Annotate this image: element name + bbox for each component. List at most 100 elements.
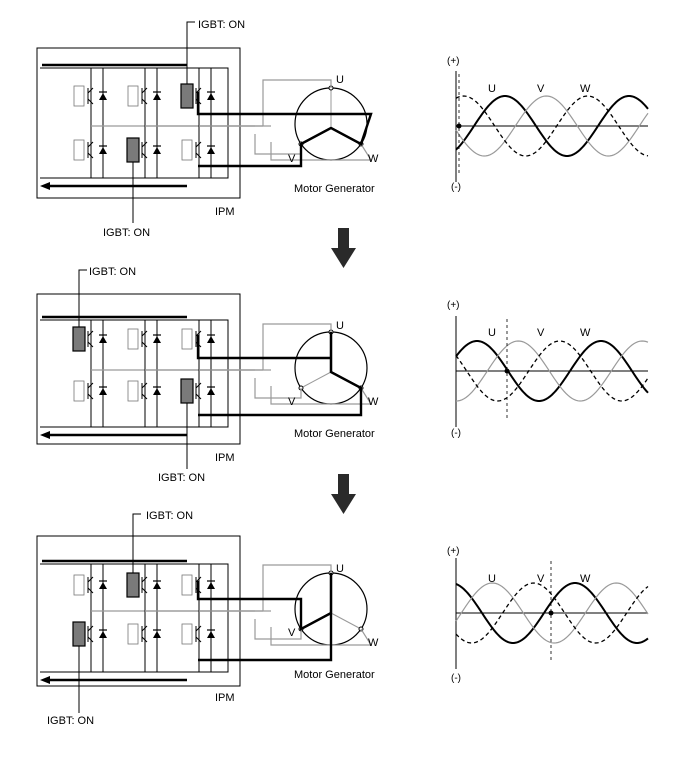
igbt-bottom-v [127,380,139,402]
dc-rails [40,319,229,428]
diode-bottom-u [99,388,107,395]
feeder-u [262,323,332,370]
wave-w-curve [455,95,649,157]
down-arrow-icon [331,228,356,268]
motor-v-label-3: V [288,627,296,639]
waveform-2 [455,316,649,427]
igbt-top-v [126,572,140,598]
igbt-top-u [73,574,85,596]
diode-bottom-w [207,631,215,638]
left-arrow-icon [40,182,50,190]
igbt-top-u [72,326,86,352]
circuit-2 [36,269,373,469]
motor-u-label-1: U [336,74,344,86]
igbt-top-w [181,328,193,350]
igbt-top-label-2: IGBT: ON [89,266,136,278]
igbt-top-label-3: IGBT: ON [146,510,193,522]
waveform-1 [455,71,649,182]
ipm-label-2: IPM [215,452,235,464]
igbt-top-label-1: IGBT: ON [198,19,245,31]
wave-u-label-1: U [488,83,496,95]
circuit-1 [36,21,373,223]
active-current-path [196,92,373,168]
feeder-w [270,627,373,646]
stage-3: IGBT: ON IGBT: ON IPM Motor Generator U … [36,510,649,727]
feeder-w [270,142,373,161]
motor-label-1: Motor Generator [294,183,375,195]
feeder-w [270,386,373,405]
diode-top-w [207,336,215,343]
wave-time-dot [504,368,510,374]
feeder-v [254,619,302,640]
wave-u-label-2: U [488,327,496,339]
ipm-box [36,47,241,199]
igbt-bottom-w [181,623,193,645]
igbt-top-leader [186,21,195,84]
igbt-bottom-label-3: IGBT: ON [47,715,94,727]
diode-bottom-w [207,147,215,154]
stage-1: IGBT: ON IGBT: ON IPM Motor Generator U … [36,19,649,239]
wave-plus-label-2: (+) [447,300,460,311]
wave-u-curve [455,95,649,157]
igbt-bottom-w [181,139,193,161]
wave-plus-label-1: (+) [447,56,460,67]
wave-w-curve [455,582,649,644]
stage-2: IGBT: ON IGBT: ON IPM Motor Generator U … [36,266,649,484]
diode-bottom-v [153,388,161,395]
motor-w-label-3: W [368,637,379,649]
igbt-top-leader [132,513,141,573]
winding-v [300,371,332,389]
diode-top-w [207,582,215,589]
igbt-bottom-u [73,380,85,402]
diode-bottom-u [99,147,107,154]
down-arrow-icon [331,474,356,514]
motor-v-label-1: V [288,153,296,165]
wave-w-label-3: W [580,573,591,585]
diode-bottom-u [99,631,107,638]
igbt-top-u [73,85,85,107]
igbt-top-v [127,328,139,350]
wave-v-curve [455,95,649,157]
feeder-u [262,564,332,611]
diode-top-u [99,336,107,343]
igbt-bottom-label-2: IGBT: ON [158,472,205,484]
motor-u-label-2: U [336,320,344,332]
left-arrow-icon [40,676,50,684]
igbt-bottom-u [72,621,86,647]
igbt-bottom-w [180,378,194,404]
wave-w-label-1: W [580,83,591,95]
left-arrow-icon [40,431,50,439]
ipm-label-1: IPM [215,206,235,218]
diode-bottom-v [153,631,161,638]
motor-v-label-2: V [288,396,296,408]
motor-label-2: Motor Generator [294,428,375,440]
wave-time-dot [548,610,554,616]
wave-time-dot [456,123,462,129]
wave-u-curve [455,340,649,402]
igbt-bottom-v [126,137,140,163]
igbt-top-w [180,83,194,109]
wave-v-label-2: V [537,327,545,339]
feeder-u [262,79,332,126]
wave-w-curve [455,340,649,402]
wave-u-curve [455,582,649,644]
motor-w-label-2: W [368,396,379,408]
feeder-v [254,134,302,155]
waveform-3 [455,558,649,669]
igbt-bottom-v [127,623,139,645]
wave-plus-label-3: (+) [447,546,460,557]
igbt-bottom-u [73,139,85,161]
motor-w-label-1: W [368,153,379,165]
motor-u-label-3: U [336,563,344,575]
diode-top-v [153,336,161,343]
diode-bottom-v [153,147,161,154]
wave-minus-label-2: (-) [451,428,461,439]
wave-v-curve [455,340,649,402]
dc-rails [40,563,229,673]
wave-minus-label-3: (-) [451,673,461,684]
ipm-label-3: IPM [215,692,235,704]
motor-label-3: Motor Generator [294,669,375,681]
igbt-top-w [181,574,193,596]
diode-top-u [99,582,107,589]
